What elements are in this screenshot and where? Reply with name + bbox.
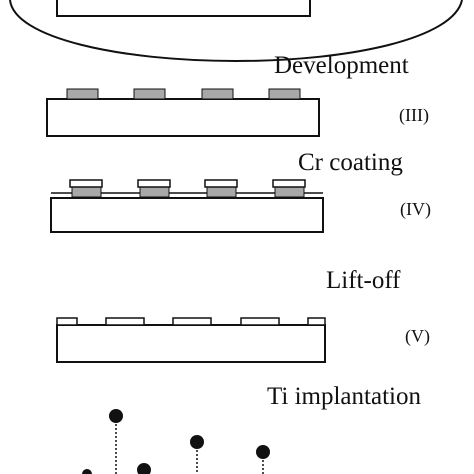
step-title-cr-coating: Cr coating [298,149,403,176]
substrate [46,98,320,137]
resist-block [66,88,99,100]
cr-cap [69,179,103,188]
lift-off-diagram [56,317,326,363]
step-title-development: Development [274,52,409,79]
step-number-lift-off: (V) [405,326,430,346]
ti-ions [82,409,270,474]
step-number-development: (III) [399,105,429,125]
cr-pattern [172,317,212,326]
resist-block [71,186,102,198]
substrate [56,324,326,363]
ti-ion [109,409,123,423]
step-title-ti-implantation: Ti implantation [267,383,421,410]
magnified-view-substrate [56,0,311,17]
development-diagram [46,88,320,137]
magnified-view [9,0,463,63]
cr-pattern [240,317,280,326]
cr-cap [272,179,306,188]
resist-block [274,186,305,198]
cr-coating-diagram [50,179,324,233]
resist-block [268,88,301,100]
cr-pattern [105,317,145,326]
step-title-lift-off: Lift-off [326,267,401,294]
step-number-cr-coating: (IV) [400,199,431,219]
resist-block [201,88,234,100]
resist-block [206,186,237,198]
substrate [50,197,324,233]
cr-pattern [56,317,78,326]
cr-cap [204,179,238,188]
resist-block [139,186,170,198]
ti-ion [256,445,270,459]
cr-cap [137,179,171,188]
ti-ion [190,435,204,449]
magnified-view-circle [9,0,463,63]
resist-block [133,88,166,100]
cr-pattern [307,317,326,326]
ti-ion [82,469,92,474]
ti-ion [137,463,151,474]
